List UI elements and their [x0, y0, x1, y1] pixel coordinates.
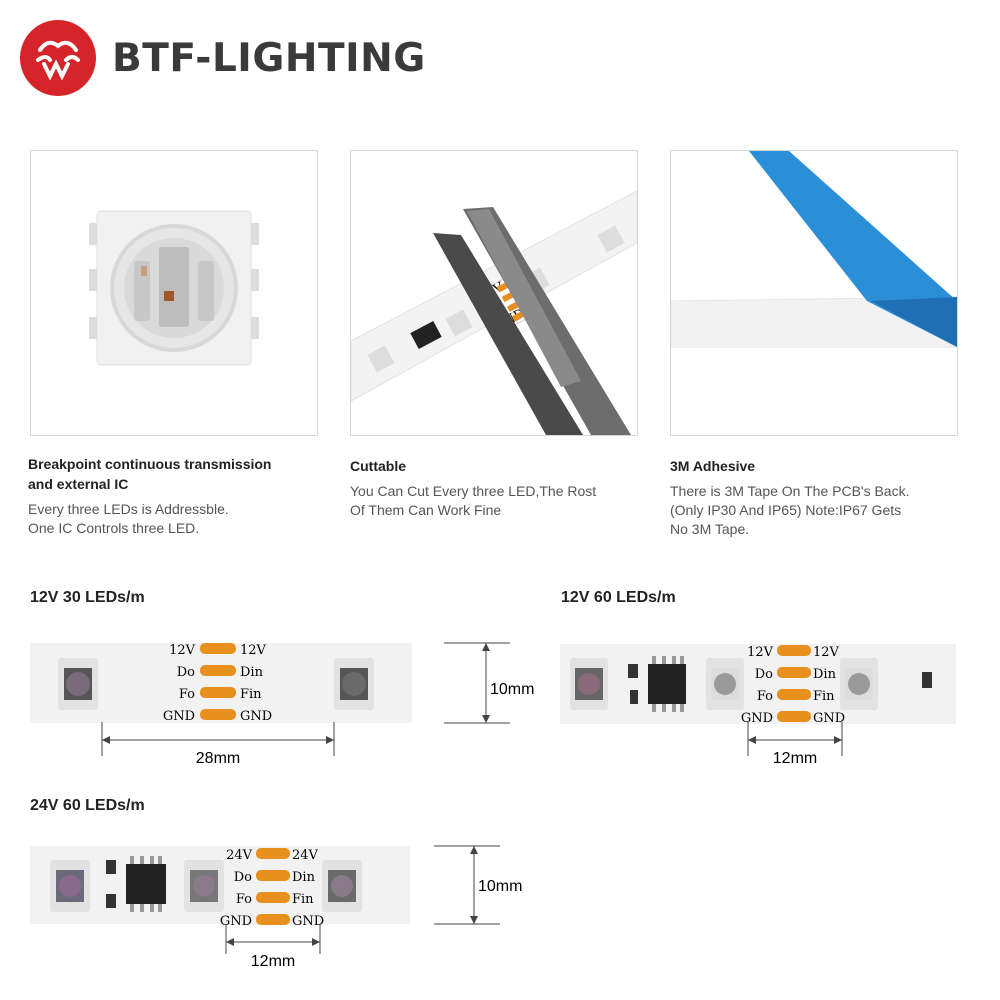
led-icon [50, 860, 90, 912]
feature-cuttable: Cuttable You Can Cut Every three LED,The… [350, 456, 650, 520]
length-dimension: 12mm [773, 750, 817, 767]
pin-label: 24V [226, 848, 253, 863]
led-icon [322, 860, 362, 912]
resistor-icon [106, 860, 116, 908]
adhesive-image [670, 150, 958, 436]
strip-title: 12V 60 LEDs/m [561, 589, 676, 606]
led-icon [570, 658, 608, 710]
brand-logo-icon [20, 20, 96, 96]
length-dimension: 12mm [251, 953, 295, 970]
height-dimension: 10mm [490, 681, 534, 698]
strip-24v-60-diagram: 24V Do Fo GND 24V Din Fin GND 12mm 10mm [30, 845, 522, 970]
pin-label: Do [234, 870, 252, 885]
feature-body: (Only IP30 And IP65) Note:IP67 Gets [670, 502, 902, 518]
led-icon [334, 658, 374, 710]
pin-label: Din [240, 665, 264, 680]
pin-label: Fin [292, 892, 314, 907]
pin-label: Do [177, 665, 195, 680]
pin-label: GND [220, 914, 252, 929]
pin-label: Din [292, 870, 316, 885]
length-dimension: 28mm [196, 750, 240, 767]
cuttable-image: 12V Do Fo GND [350, 150, 638, 436]
pin-label: Fo [236, 892, 252, 907]
feature-breakpoint: Breakpoint continuous transmission and e… [28, 454, 328, 538]
feature-title: Cuttable [350, 458, 406, 474]
pin-label: GND [292, 914, 324, 929]
pin-label: Fo [179, 687, 195, 702]
pin-label: 12V [169, 643, 196, 658]
feature-adhesive: 3M Adhesive There is 3M Tape On The PCB'… [670, 456, 970, 539]
ic-chip-icon [648, 656, 686, 712]
strip-12v-30-diagram: 12V Do Fo GND 12V Din Fin GND 28mm 10mm [30, 642, 534, 767]
feature-title: 3M Adhesive [670, 458, 756, 474]
feature-body: One IC Controls three LED. [28, 520, 200, 536]
feature-body: You Can Cut Every three LED,The Rost [350, 483, 597, 499]
pin-label: 12V [747, 645, 774, 660]
strip-12v-60-diagram: 12V Do Fo GND 12V Din Fin GND 12mm [560, 644, 956, 767]
ic-chip-icon [126, 856, 166, 912]
pin-label: 24V [292, 848, 319, 863]
feature-title: Breakpoint continuous transmission [28, 456, 272, 472]
pin-label: GND [813, 711, 845, 726]
feature-body: No 3M Tape. [670, 521, 750, 537]
pin-label: Do [755, 667, 773, 682]
brand-name: BTF-LIGHTING [112, 36, 426, 81]
resistor-icon [628, 664, 638, 704]
pin-label: Fo [757, 689, 773, 704]
feature-body: Of Them Can Work Fine [350, 502, 502, 518]
pin-label: GND [163, 709, 195, 724]
scissors-icon [433, 207, 631, 435]
pin-label: Fin [813, 689, 835, 704]
pin-label: Din [813, 667, 837, 682]
strip-title: 24V 60 LEDs/m [30, 797, 145, 814]
led-chip-image [30, 150, 318, 436]
pin-label: Fin [240, 687, 262, 702]
pin-label: GND [741, 711, 773, 726]
led-icon [840, 658, 878, 710]
feature-body: There is 3M Tape On The PCB's Back. [670, 483, 910, 499]
strip-title: 12V 30 LEDs/m [30, 589, 145, 606]
led-icon [184, 860, 224, 912]
resistor-icon [922, 672, 932, 688]
led-icon [58, 658, 98, 710]
pin-label: 12V [240, 643, 267, 658]
height-dimension: 10mm [478, 878, 522, 895]
led-icon [706, 658, 744, 710]
feature-title: and external IC [28, 476, 129, 492]
pin-label: 12V [813, 645, 840, 660]
feature-body: Every three LEDs is Addressble. [28, 501, 229, 517]
pin-label: GND [240, 709, 272, 724]
